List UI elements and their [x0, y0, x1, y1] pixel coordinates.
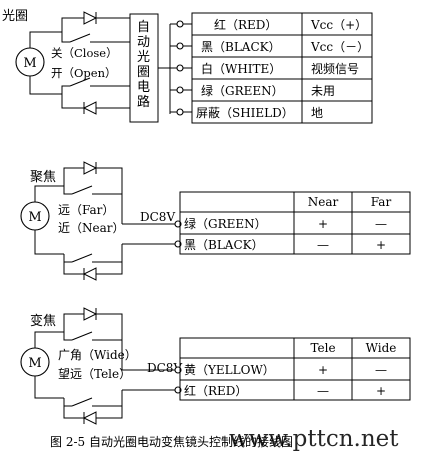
iris-label: 光圈	[2, 9, 28, 24]
zoom-diode-top	[83, 307, 100, 321]
controller-char: 圈	[137, 65, 150, 80]
zoom-label: 变焦	[30, 313, 56, 329]
iris-open-label: 开（Open）	[51, 66, 117, 80]
zoom-header-tele: Tele	[310, 341, 335, 355]
zoom-wide-label: 广角（Wide）	[58, 348, 137, 362]
iris-motor-label: M	[23, 56, 36, 71]
iris-pin-color: 绿（GREEN）	[201, 83, 284, 98]
focus-diode-bottom	[82, 267, 100, 281]
zoom-truth-table: Tele Wide 黄（YELLOW） + — 红（RED） — +	[179, 337, 411, 401]
zoom-switch-wide	[71, 331, 93, 341]
zoom-tele-label: 望远（Tele）	[58, 367, 131, 381]
iris-pin-table: 红（RED） Vcc（+） 黑（BLACK） Vcc（－） 白（WHITE） 视…	[191, 12, 373, 124]
zoom-section: 变焦 M 广角（Wide） 望远（Tele） DC8V	[20, 307, 411, 425]
iris-pin-function: 地	[311, 106, 323, 120]
focus-header-near: Near	[308, 195, 339, 209]
focus-section: 聚焦 M 远（Far） 近（Near） DC8V	[20, 161, 411, 281]
iris-switch-open	[69, 77, 91, 87]
iris-diode-top	[83, 11, 104, 25]
focus-header-far: Far	[371, 195, 392, 209]
zoom-cell: —	[317, 384, 329, 398]
controller-char: 光	[137, 50, 150, 65]
focus-cell: +	[318, 217, 328, 231]
focus-cell: —	[317, 238, 329, 252]
iris-pin-function: 未用	[311, 84, 335, 98]
iris-close-label: 关（Close）	[51, 46, 118, 60]
iris-pin-color: 红（RED）	[214, 17, 277, 32]
focus-wire-color: 绿（GREEN）	[184, 216, 267, 231]
focus-near-label: 近（Near）	[58, 221, 125, 235]
zoom-wire-color: 红（RED）	[184, 383, 247, 398]
zoom-motor-label: M	[28, 356, 41, 371]
zoom-wires	[34, 313, 150, 419]
iris-pin-function: Vcc（+）	[310, 18, 367, 32]
iris-controller-text: 自 动 光 圈 电 路	[137, 20, 150, 110]
focus-label: 聚焦	[30, 170, 56, 185]
zoom-cell: —	[375, 363, 387, 377]
zoom-diode-bottom	[82, 411, 100, 425]
zoom-switch-tele	[71, 397, 93, 407]
iris-diode-bottom	[82, 101, 104, 115]
iris-pin-function: 视频信号	[311, 61, 359, 76]
controller-char: 自	[137, 20, 150, 35]
iris-pin-color: 黑（BLACK）	[201, 40, 281, 54]
iris-pin-function: Vcc（－）	[310, 40, 369, 54]
figure-caption: 图 2-5 自动光圈电动变焦镜头控制线的接线图	[50, 434, 293, 449]
controller-char: 动	[137, 35, 150, 50]
focus-switch-far	[71, 185, 93, 195]
focus-voltage: DC8V	[140, 210, 175, 224]
focus-wires	[34, 167, 150, 275]
zoom-header-wide: Wide	[366, 341, 397, 355]
iris-pin-color: 白（WHITE）	[201, 61, 281, 76]
controller-char: 路	[137, 94, 150, 110]
zoom-wire-color: 黄（YELLOW）	[184, 363, 275, 377]
focus-terminals	[150, 220, 182, 248]
focus-far-label: 远（Far）	[58, 203, 114, 217]
iris-motor-wires	[29, 17, 131, 109]
controller-char: 电	[137, 80, 150, 95]
focus-cell: —	[375, 217, 387, 231]
iris-switch-close	[69, 33, 92, 43]
focus-wire-color: 黑（BLACK）	[184, 238, 264, 252]
focus-diode-top	[83, 161, 100, 175]
zoom-cell: +	[318, 363, 328, 377]
iris-connector	[158, 20, 192, 116]
watermark: www.pttcn.net	[229, 426, 399, 452]
zoom-cell: +	[376, 384, 386, 398]
iris-pin-color: 屏蔽（SHIELD）	[196, 106, 294, 120]
focus-switch-near	[71, 253, 93, 263]
focus-cell: +	[376, 238, 386, 252]
focus-motor-label: M	[28, 210, 41, 225]
iris-section: 光圈 M 关（Close） 开（Open）	[2, 9, 373, 124]
zoom-voltage: DC8V	[147, 361, 182, 375]
focus-truth-table: Near Far 绿（GREEN） + — 黑（BLACK） — +	[179, 191, 411, 255]
